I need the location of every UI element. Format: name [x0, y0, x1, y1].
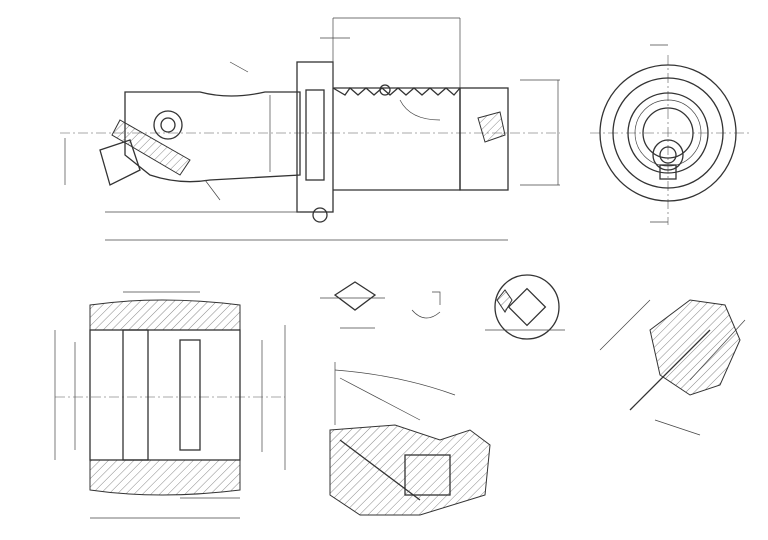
- section-view: [54, 291, 286, 519]
- end-view: [590, 44, 750, 225]
- main-side-view: [60, 17, 560, 241]
- angled-detail-view: [599, 299, 746, 436]
- angled-section-view: [329, 362, 491, 516]
- detail-views: [320, 274, 565, 340]
